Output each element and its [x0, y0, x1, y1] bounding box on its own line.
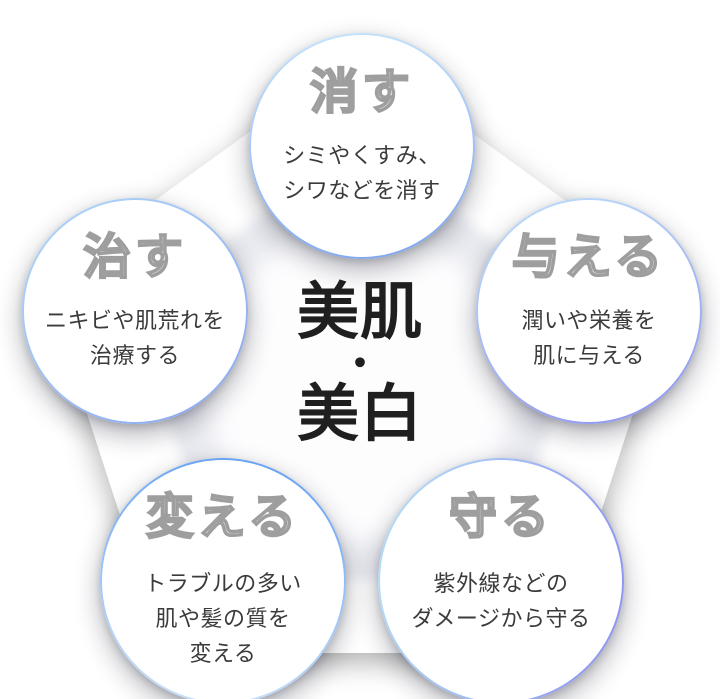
- pentagon-inner-highlight: [178, 192, 542, 540]
- circle-erase-body: シミやくすみ、 シワなどを消す: [251, 138, 473, 208]
- body-line: 紫外線などの: [433, 571, 569, 596]
- body-line: 肌に与える: [533, 343, 645, 368]
- body-line: ダメージから守る: [411, 606, 591, 631]
- body-line: 肌や髪の質を: [155, 606, 291, 631]
- center-dot: ・: [340, 341, 380, 386]
- circle-heal-body: ニキビや肌荒れを 治療する: [24, 303, 246, 373]
- circle-heal: 治す ニキビや肌荒れを 治療する: [22, 198, 248, 424]
- circle-give-title: 与える: [511, 230, 667, 285]
- circle-change: 変える トラブルの多い 肌や髪の質を 変える: [100, 458, 346, 699]
- circle-heal-title: 治す: [82, 230, 187, 285]
- center-headline: 美肌 ・ 美白: [260, 280, 460, 448]
- body-line: トラブルの多い: [144, 571, 302, 596]
- circle-change-body: トラブルの多い 肌や髪の質を 変える: [102, 566, 344, 671]
- circle-protect-body: 紫外線などの ダメージから守る: [380, 566, 622, 636]
- center-line-1: 美肌: [296, 279, 423, 347]
- center-line-2: 美白: [296, 381, 423, 449]
- circle-protect: 守る 紫外線などの ダメージから守る: [378, 458, 624, 699]
- body-line: 潤いや栄養を: [521, 308, 657, 333]
- circle-erase: 消す シミやくすみ、 シワなどを消す: [249, 33, 475, 259]
- circle-give-body: 潤いや栄養を 肌に与える: [478, 303, 700, 373]
- body-line: 治療する: [89, 343, 180, 368]
- body-line: シワなどを消す: [283, 178, 441, 203]
- circle-give: 与える 潤いや栄養を 肌に与える: [476, 198, 702, 424]
- circle-protect-title: 守る: [448, 490, 553, 545]
- circle-change-title: 変える: [145, 490, 301, 545]
- body-line: ニキビや肌荒れを: [44, 308, 225, 333]
- circle-erase-title: 消す: [309, 65, 414, 120]
- body-line: シミやくすみ、: [283, 143, 441, 168]
- body-line: 変える: [189, 641, 257, 666]
